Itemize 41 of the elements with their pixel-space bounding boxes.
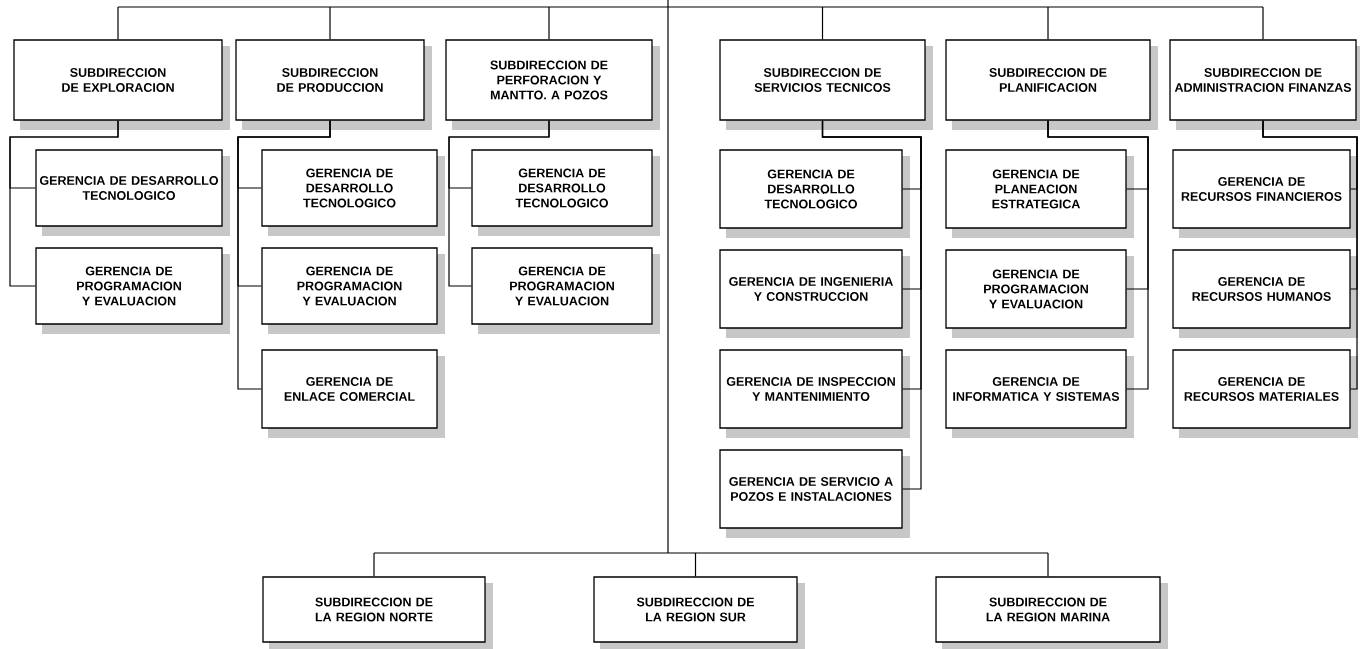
- org-box: SUBDIRECCION DE LA REGION NORTE: [262, 576, 493, 649]
- connector-line: [9, 120, 119, 287]
- connector-line: [329, 6, 331, 40]
- org-box: SUBDIRECCION DE LA REGION SUR: [593, 576, 805, 649]
- org-box: GERENCIA DE SERVICIO A POZOS E INSTALACIONES: [719, 449, 910, 538]
- org-box: SUBDIRECCION DE EXPLORACION: [13, 39, 230, 130]
- org-box: GERENCIA DE INGENIERIA Y CONSTRUCCION: [719, 249, 910, 338]
- org-box: SUBDIRECCION DE PERFORACION Y MANTTO. A POZOS: [445, 39, 660, 130]
- org-box: GERENCIA DE PROGRAMACION Y EVALUACION: [945, 249, 1134, 338]
- connector-line: [821, 6, 824, 40]
- org-box: GERENCIA DE DESARROLLO TECNOLOGICO: [719, 149, 910, 238]
- org-box: SUBDIRECCION DE SERVICIOS TECNICOS: [719, 39, 933, 130]
- org-box: GERENCIA DE PROGRAMACION Y EVALUACION: [261, 247, 445, 334]
- org-box: SUBDIRECCION DE PRODUCCION: [235, 39, 432, 130]
- org-box: GERENCIA DE RECURSOS FINANCIEROS: [1172, 149, 1358, 238]
- org-box: GERENCIA DE DESARROLLO TECNOLOGICO: [35, 149, 230, 236]
- org-box: GERENCIA DE DESARROLLO TECNOLOGICO: [471, 149, 660, 236]
- org-box: SUBDIRECCION DE ADMINISTRACION FINANZAS: [1169, 39, 1360, 130]
- org-box: GERENCIA DE RECURSOS MATERIALES: [1172, 349, 1358, 438]
- connector-line: [821, 120, 922, 490]
- connector-line: [1047, 120, 1149, 390]
- org-box: GERENCIA DE PROGRAMACION Y EVALUACION: [35, 247, 230, 334]
- connector-line: [1262, 120, 1358, 390]
- connector-line: [448, 120, 550, 287]
- org-box: GERENCIA DE RECURSOS HUMANOS: [1172, 249, 1358, 338]
- org-box: GERENCIA DE INFORMATICA Y SISTEMAS: [945, 349, 1134, 438]
- org-box: GERENCIA DE INSPECCION Y MANTENIMIENTO: [719, 349, 910, 438]
- connector-line: [1047, 552, 1049, 577]
- connector-line: [373, 552, 375, 577]
- connector-line: [1047, 6, 1049, 40]
- org-box: GERENCIA DE PROGRAMACION Y EVALUACION: [471, 247, 660, 334]
- connector-line: [1262, 6, 1264, 40]
- connector-line: [237, 120, 331, 390]
- org-box: GERENCIA DE ENLACE COMERCIAL: [261, 349, 445, 438]
- connector-line: [548, 6, 550, 40]
- org-box: SUBDIRECCION DE PLANIFICACION: [945, 39, 1158, 130]
- connector-line: [694, 552, 697, 577]
- org-box: GERENCIA DE PLANEACION ESTRATEGICA: [945, 149, 1134, 238]
- org-box: GERENCIA DE DESARROLLO TECNOLOGICO: [261, 149, 445, 236]
- connector-line: [117, 6, 119, 40]
- org-box: SUBDIRECCION DE LA REGION MARINA: [935, 576, 1168, 649]
